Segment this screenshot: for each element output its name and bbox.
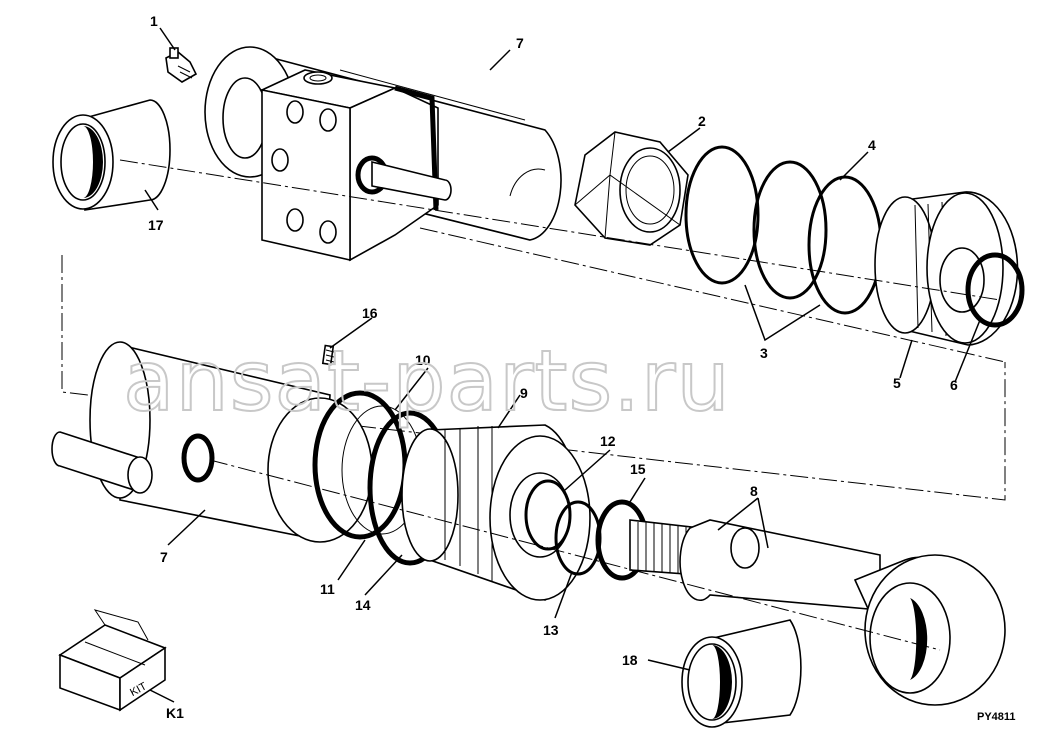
cylinder-barrel-7-bottom	[51, 341, 373, 543]
piston-9	[401, 424, 591, 601]
callout-7-bottom: 7	[160, 549, 168, 565]
callout-9: 9	[520, 385, 528, 401]
rod-eye	[853, 554, 1006, 706]
callout-7-top: 7	[516, 35, 524, 51]
bushing-18	[681, 619, 802, 728]
callout-14: 14	[355, 597, 371, 613]
hex-nut-2	[574, 131, 689, 246]
watermark: ansat-parts.ru	[123, 332, 731, 430]
callout-12: 12	[600, 433, 616, 449]
callout-11: 11	[320, 581, 335, 597]
callout-3: 3	[760, 345, 768, 361]
callout-17: 17	[148, 217, 164, 233]
o-ring-6	[965, 252, 1025, 328]
callout-5: 5	[893, 375, 901, 391]
callout-16: 16	[362, 305, 378, 321]
callout-8: 8	[750, 483, 758, 499]
port-block	[259, 69, 452, 262]
callout-k1: K1	[166, 705, 184, 721]
callout-6: 6	[950, 377, 958, 393]
piston-rod-8	[629, 519, 881, 611]
ring-4	[807, 175, 883, 315]
kit-box-k1: KIT	[58, 609, 167, 712]
upper-centerline	[119, 159, 1001, 301]
grease-fitting-1	[165, 47, 198, 83]
gland-head-5	[874, 191, 1019, 346]
callouts: 1 7 2 4 17 16 3 10 5 6 9 12 15 8 7 11 14…	[148, 13, 1016, 723]
rings-3	[684, 145, 828, 300]
callout-15: 15	[630, 461, 646, 477]
callout-10: 10	[415, 352, 431, 368]
ring-12	[524, 479, 572, 551]
callout-18: 18	[622, 652, 638, 668]
callout-2: 2	[698, 113, 706, 129]
lower-centerline	[209, 459, 941, 651]
callout-13: 13	[543, 622, 559, 638]
callout-4: 4	[868, 137, 876, 153]
leader-lines	[144, 27, 981, 703]
callout-1: 1	[150, 13, 158, 29]
bushing-17	[52, 99, 171, 211]
figure-code: PY4811	[977, 711, 1016, 723]
